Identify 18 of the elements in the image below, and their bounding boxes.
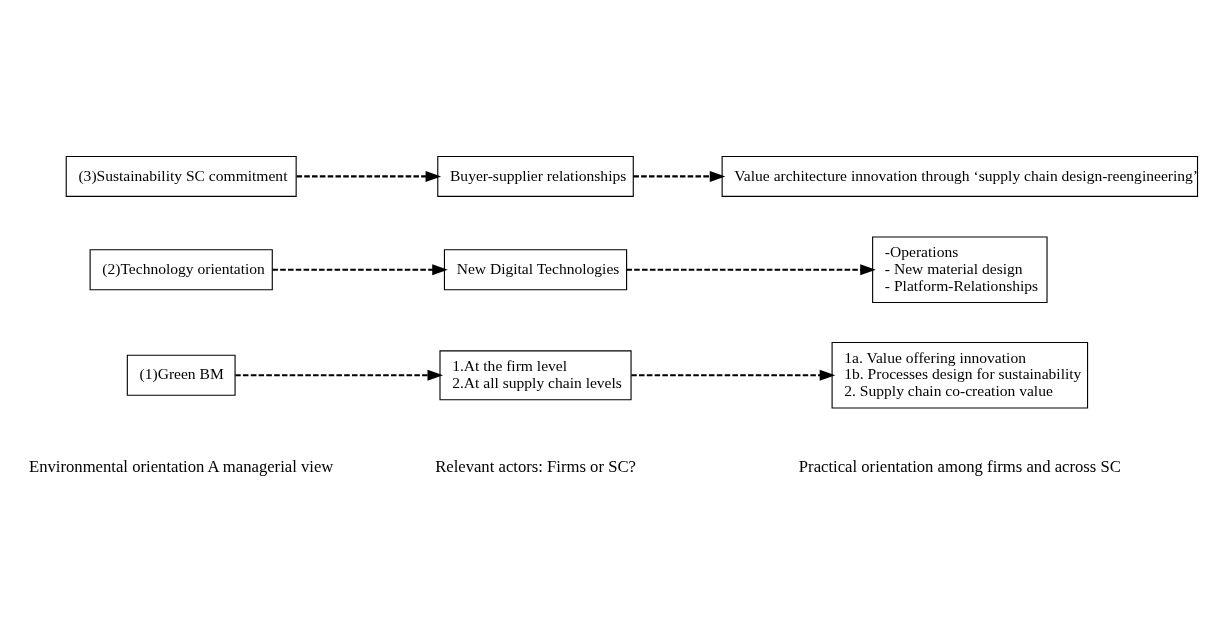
node-box: (1)Green BM [126, 354, 236, 396]
arrow [272, 263, 448, 275]
node-box: 1a. Value offering innovation 1b. Processes design for sustainability 2. Supply chain co-creation value [831, 341, 1089, 409]
arrow [296, 170, 442, 182]
arrow [631, 369, 836, 381]
node-box: New Digital Technologies [443, 248, 628, 290]
node-box: Value architecture innovation through ‘supply chain design-reengineering’ [721, 155, 1199, 197]
label: Practical orientation among firms and across SC [798, 456, 1121, 476]
node-box: -Operations - New material design - Platform-Relationships [872, 235, 1048, 303]
arrow [235, 369, 444, 381]
node-box: (2)Technology orientation [89, 248, 273, 290]
label: Relevant actors: Firms or SC? [435, 456, 636, 476]
arrow [633, 170, 726, 182]
node-box: Buyer-supplier relationships [437, 155, 634, 197]
node-box: 1.At the firm level 2.At all supply chain levels [439, 349, 632, 400]
node-box: (3)Sustainability SC commitment [65, 155, 297, 197]
label: Environmental orientation A managerial view [29, 456, 334, 476]
arrow [626, 263, 876, 275]
